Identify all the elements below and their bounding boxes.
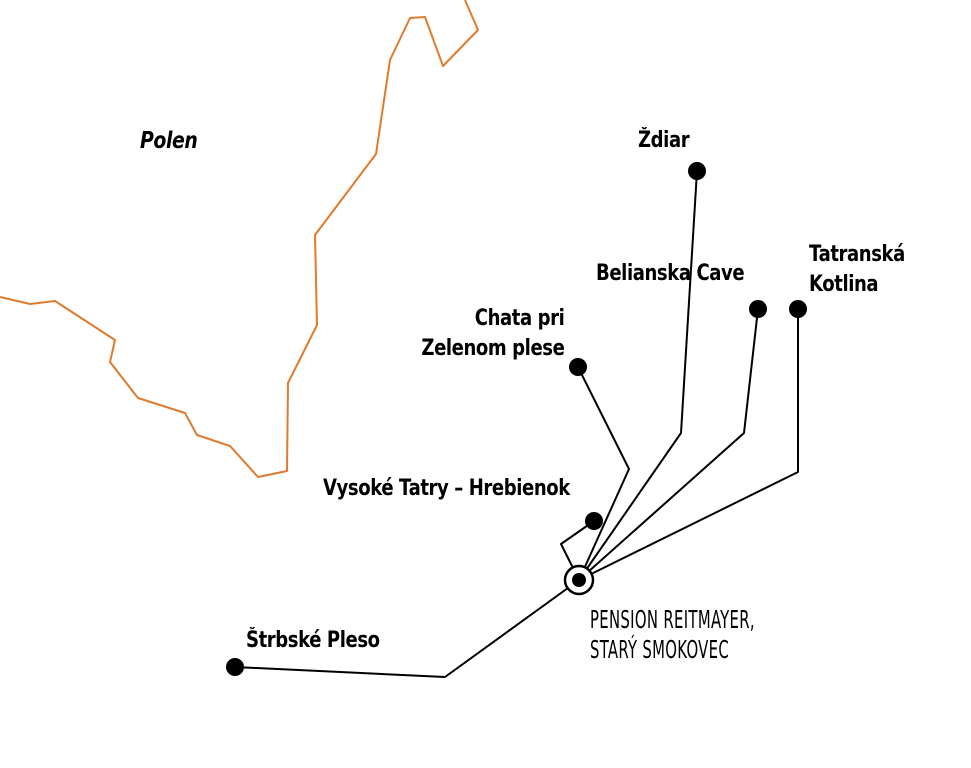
label-tatranska-kotlina: Tatranská Kotlina: [809, 240, 905, 300]
route-strbske-pleso: [234, 579, 580, 678]
marker-strbske-pleso[interactable]: [226, 658, 244, 676]
hub-label: PENSION REITMAYER, STARÝ SMOKOVEC: [590, 605, 755, 665]
routes: [234, 170, 799, 678]
label-chata-line1: Chata pri: [474, 306, 564, 331]
hub-label-line1: PENSION REITMAYER,: [590, 605, 755, 634]
marker-belianska-cave[interactable]: [749, 300, 767, 318]
hub-label-line2: STARÝ SMOKOVEC: [590, 635, 730, 664]
marker-zdiar[interactable]: [688, 162, 706, 180]
label-belianska-cave: Belianska Cave: [596, 261, 745, 286]
label-tatranska-kotlina-line1: Tatranská: [809, 242, 905, 267]
marker-vysoke-tatry-hrebienok[interactable]: [585, 512, 603, 530]
marker-chata-pri-zelenom-plese[interactable]: [569, 358, 587, 376]
route-zdiar: [578, 170, 698, 581]
label-tatranska-kotlina-line2: Kotlina: [809, 272, 879, 297]
route-chata-pri-zelenom-plese: [577, 366, 630, 581]
label-vysoke-tatry-hrebienok: Vysoké Tatry – Hrebienok: [323, 476, 570, 501]
country-label: Polen: [140, 128, 198, 154]
label-chata-pri-zelenom-plese: Chata pri Zelenom plese: [421, 304, 564, 364]
label-zdiar: Ždiar: [638, 128, 690, 153]
route-belianska-cave: [578, 308, 759, 581]
label-chata-line2: Zelenom plese: [420, 336, 564, 361]
hub-marker[interactable]: [563, 564, 595, 596]
marker-tatranska-kotlina[interactable]: [789, 300, 807, 318]
label-strbske-pleso: Štrbské Pleso: [246, 628, 380, 653]
country-border: [0, 0, 479, 478]
destination-markers: [226, 162, 807, 676]
route-tatranska-kotlina: [578, 309, 799, 581]
